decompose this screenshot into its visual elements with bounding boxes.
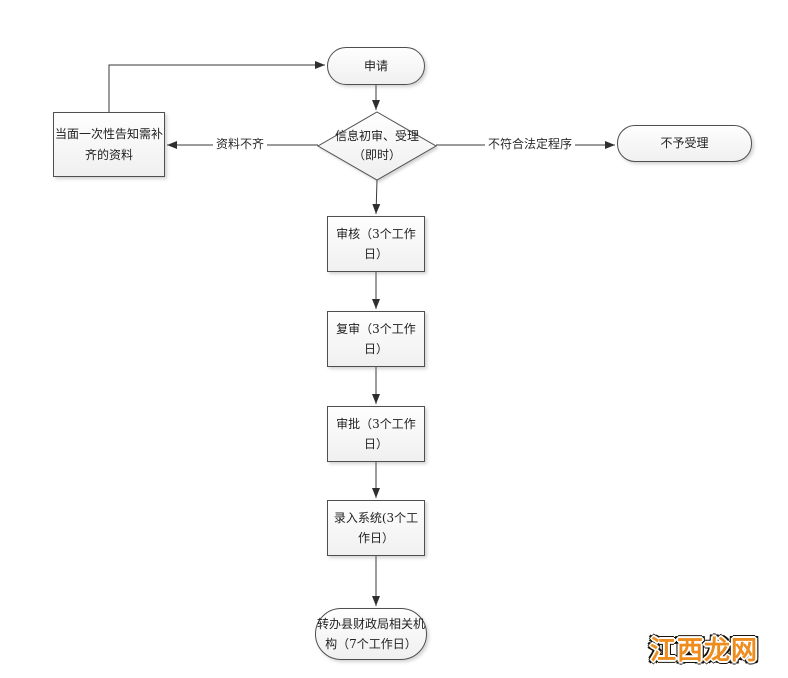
node-notify-supplement-label: 当面一次性告知需补齐的资料 xyxy=(54,127,163,162)
node-initial-review-label-line2: （即时） xyxy=(352,148,401,162)
node-audit: 审核（3个工作日） xyxy=(327,216,425,272)
node-recheck-label: 复审（3个工作日） xyxy=(336,321,416,356)
node-approve: 审批（3个工作日） xyxy=(327,406,425,462)
node-audit-label: 审核（3个工作日） xyxy=(336,226,416,261)
edge-label-materials-incomplete: 资料不齐 xyxy=(213,137,268,152)
node-reject-label: 不予受理 xyxy=(660,136,709,151)
node-reject: 不予受理 xyxy=(617,125,752,162)
node-apply: 申请 xyxy=(327,47,425,85)
node-apply-label: 申请 xyxy=(363,58,388,73)
connector-decision-to-audit xyxy=(372,179,381,215)
node-recheck: 复审（3个工作日） xyxy=(327,311,425,367)
node-initial-review: 信息初审、受理 （即时） xyxy=(318,112,436,180)
node-transfer: 转办县财政局相关机构（7个工作日） xyxy=(315,608,427,660)
site-watermark: 江西龙网 xyxy=(650,636,759,666)
node-transfer-label: 转办县财政局相关机构（7个工作日） xyxy=(316,616,425,651)
node-approve-label: 审批（3个工作日） xyxy=(336,416,416,451)
node-notify-supplement: 当面一次性告知需补齐的资料 xyxy=(53,112,165,177)
node-system-entry-label: 录入系统(3个工作日） xyxy=(333,510,419,545)
node-system-entry: 录入系统(3个工作日） xyxy=(327,500,425,556)
connector-notify-to-apply xyxy=(108,61,325,112)
node-initial-review-label-line1: 信息初审、受理 xyxy=(334,129,419,144)
edge-label-illegal-procedure: 不符合法定程序 xyxy=(485,137,576,152)
